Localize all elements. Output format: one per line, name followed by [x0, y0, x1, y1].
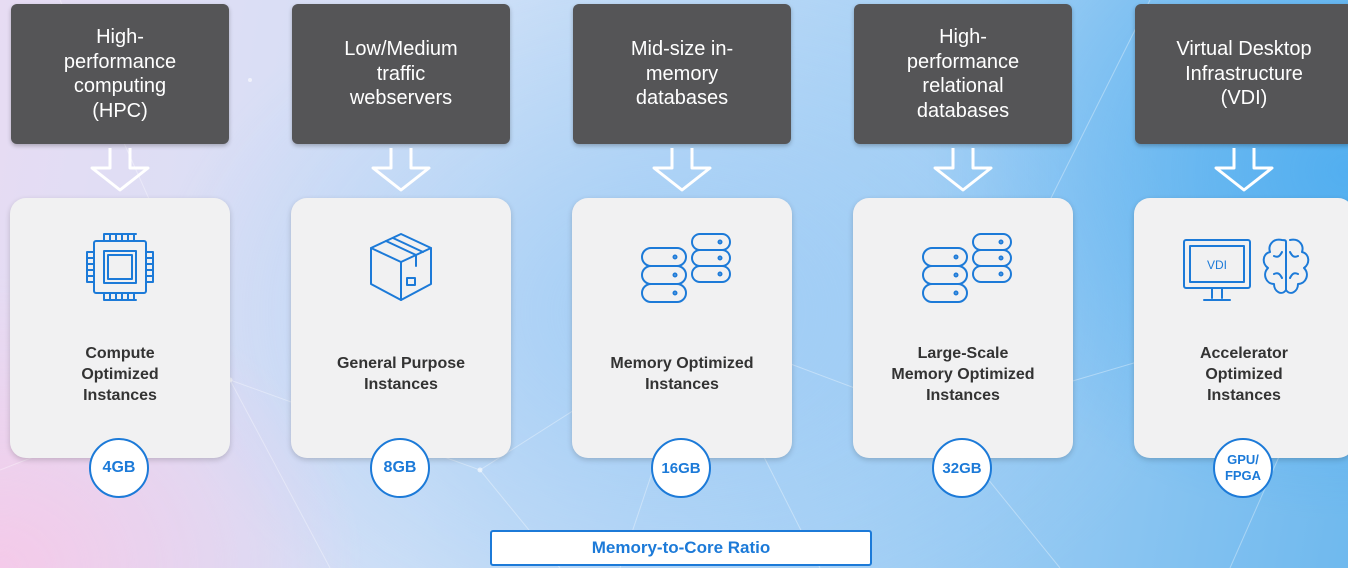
use-case-label: High- performance computing (HPC)	[11, 4, 229, 144]
vdi-icon-label: VDI	[1207, 258, 1227, 272]
chevron-down-icon	[652, 148, 712, 192]
memory-ratio-badge: 16GB	[651, 438, 711, 498]
instance-card: Memory Optimized Instances	[572, 198, 792, 458]
use-case-label-text: Low/Medium traffic webservers	[344, 38, 458, 110]
instance-card: Large-Scale Memory Optimized Instances	[853, 198, 1073, 458]
instance-type-title: Accelerator Optimized Instances	[1199, 344, 1289, 404]
package-box-icon	[370, 233, 432, 301]
use-case-label-text: Mid-size in- memory databases	[630, 38, 734, 110]
column-memory-optimized: Mid-size in- memory databases Memory Opt…	[572, 0, 792, 500]
chevron-down-icon	[371, 148, 431, 192]
instance-card: VDI Accelerator Optimized Instances	[1134, 198, 1348, 458]
chevron-down-icon	[933, 148, 993, 192]
instance-type-title: Memory Optimized Instances	[610, 355, 754, 393]
use-case-label-text: Virtual Desktop Infrastructure (VDI)	[1176, 38, 1312, 110]
vdi-monitor-brain-icon: VDI	[1183, 238, 1310, 301]
use-case-label-text: High- performance relational databases	[906, 26, 1020, 122]
chevron-down-icon	[1214, 148, 1274, 192]
memory-to-core-ratio-label: Memory-to-Core Ratio	[490, 530, 872, 566]
use-case-label: Virtual Desktop Infrastructure (VDI)	[1135, 4, 1348, 144]
memory-ratio-badge: GPU/ FPGA	[1213, 438, 1273, 498]
use-case-label: Mid-size in- memory databases	[573, 4, 791, 144]
column-accelerator-optimized: Virtual Desktop Infrastructure (VDI) VDI…	[1134, 0, 1348, 500]
database-stack-icon	[922, 233, 1012, 303]
instance-card: Compute Optimized Instances	[10, 198, 230, 458]
instance-type-title: Large-Scale Memory Optimized Instances	[891, 344, 1035, 404]
chevron-down-icon	[90, 148, 150, 192]
instance-type-title: General Purpose Instances	[336, 355, 466, 393]
column-general-purpose: Low/Medium traffic webservers General Pu…	[291, 0, 511, 500]
database-stack-icon	[641, 233, 731, 303]
cpu-chip-icon	[86, 233, 154, 301]
memory-ratio-badge: 4GB	[89, 438, 149, 498]
use-case-label: Low/Medium traffic webservers	[292, 4, 510, 144]
memory-ratio-badge: 32GB	[932, 438, 992, 498]
column-compute-optimized: High- performance computing (HPC) Comput…	[10, 0, 230, 500]
column-large-scale-memory-optimized: High- performance relational databases L…	[853, 0, 1073, 500]
use-case-label: High- performance relational databases	[854, 4, 1072, 144]
memory-ratio-badge: 8GB	[370, 438, 430, 498]
use-case-label-text: High- performance computing (HPC)	[63, 26, 177, 122]
instance-card: General Purpose Instances	[291, 198, 511, 458]
instance-type-title: Compute Optimized Instances	[81, 344, 159, 404]
